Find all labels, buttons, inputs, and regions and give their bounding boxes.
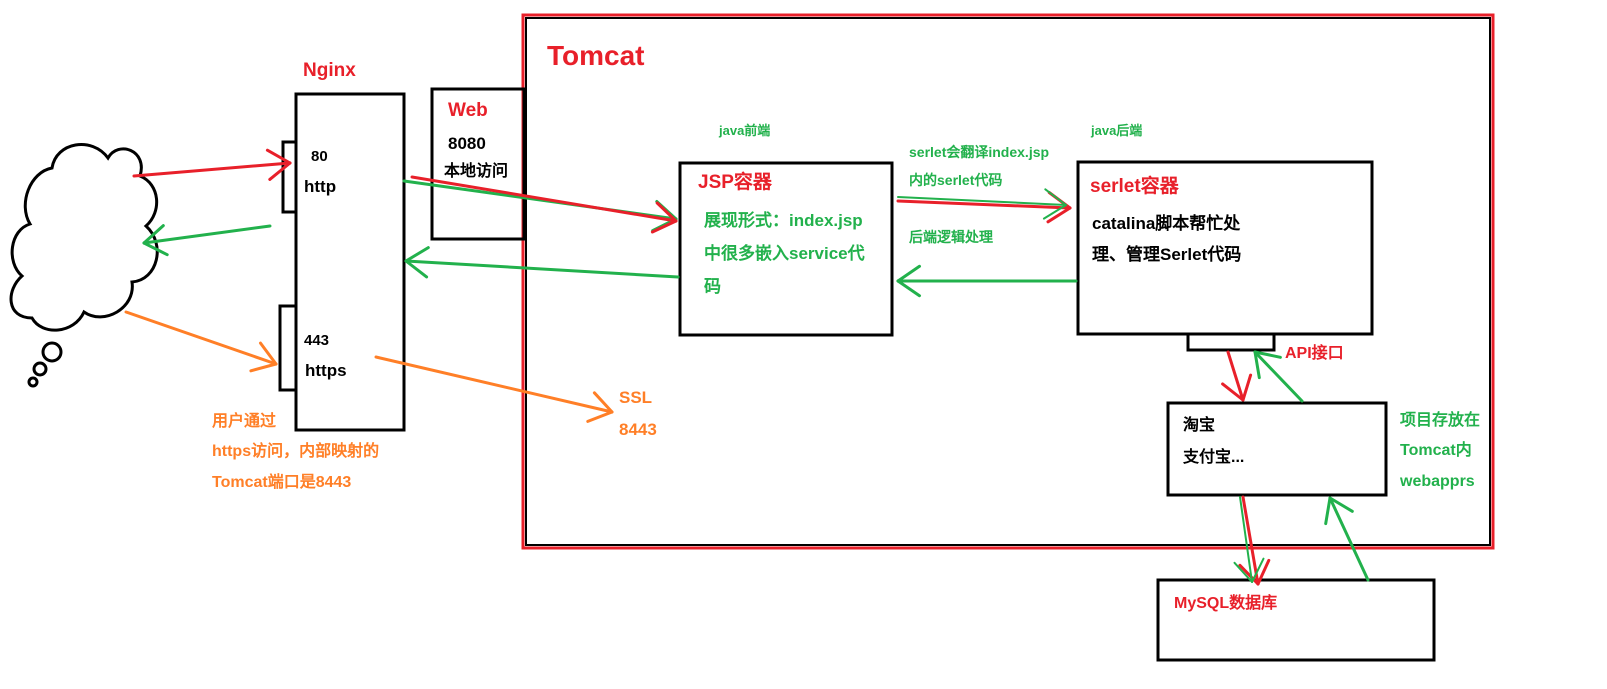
nginx-http-label: http — [304, 177, 337, 196]
mysql-label: MySQL数据库 — [1174, 595, 1278, 612]
arrow-layer — [124, 148, 1370, 586]
project-note-line3: webapprs — [1400, 473, 1475, 490]
jsp-caption: java前端 — [719, 123, 771, 138]
translate-note-line2: 内的serlet代码 — [909, 172, 1003, 188]
taobao-to-mysql-arrow — [1238, 495, 1271, 586]
api-connector-box — [1186, 332, 1276, 352]
tomcat-inner-border — [525, 17, 1491, 546]
taobao-to-api-arrow — [1253, 350, 1304, 403]
client-to-https-arrow — [124, 310, 278, 373]
web-local-access-label: 本地访问 — [444, 163, 509, 180]
web-port-label: 8080 — [448, 134, 486, 153]
web-title: Web — [448, 100, 488, 121]
api-label: API接口 — [1285, 345, 1344, 362]
nginx-port-80-box — [281, 140, 298, 214]
jsp-desc-line2: 中很多嵌入service代 — [704, 244, 865, 263]
client-cloud-icon — [9, 143, 159, 388]
servlet-caption: java后端 — [1091, 123, 1143, 138]
client-to-nginx-arrow — [132, 148, 292, 181]
nginx-port-443-label: 443 — [304, 332, 330, 349]
jsp-container-box — [678, 161, 894, 337]
project-note-line2: Tomcat内 — [1400, 442, 1472, 459]
nginx-to-jsp-arrow — [402, 179, 678, 233]
nginx-to-jsp-red-arrow — [410, 175, 678, 234]
web-box — [430, 87, 526, 241]
jsp-title: JSP容器 — [698, 172, 772, 193]
nginx-80-response-arrow — [142, 224, 272, 257]
user-note-line2: https访问，内部映射的 — [212, 443, 380, 460]
alipay-label: 支付宝... — [1183, 449, 1245, 466]
backend-logic-label: 后端逻辑处理 — [909, 229, 993, 245]
nginx-title: Nginx — [303, 60, 356, 81]
jsp-to-servlet-green-arrow — [897, 188, 1067, 220]
https-to-ssl-arrow — [374, 355, 614, 423]
tomcat-title: Tomcat — [547, 40, 645, 71]
jsp-desc-line1: 展现形式：index.jsp — [704, 211, 863, 230]
nginx-port-80-label: 80 — [311, 148, 328, 165]
jsp-desc-line3: 码 — [704, 277, 721, 296]
user-note-line3: Tomcat端口是8443 — [212, 474, 352, 491]
user-note-line1: 用户通过 — [212, 413, 277, 430]
ssl-port-label: 8443 — [619, 420, 657, 439]
project-note-line1: 项目存放在 — [1400, 412, 1481, 429]
api-to-taobao-arrow — [1221, 350, 1253, 402]
taobao-box — [1166, 401, 1388, 497]
servlet-desc-line1: catalina脚本帮忙处 — [1092, 214, 1241, 233]
nginx-port-443-box — [278, 304, 298, 392]
translate-note-line1: serlet会翻译index.jsp — [909, 144, 1050, 160]
servlet-title: serlet容器 — [1090, 176, 1179, 197]
mysql-box — [1156, 578, 1436, 662]
nginx-box — [294, 92, 406, 432]
servlet-desc-line2: 理、管理Serlet代码 — [1092, 245, 1242, 264]
taobao-label: 淘宝 — [1183, 417, 1216, 434]
tomcat-container — [521, 13, 1495, 550]
servlet-to-jsp-arrow — [896, 264, 1078, 298]
taobao-to-mysql-green-arrow — [1233, 496, 1265, 583]
ssl-label: SSL — [619, 388, 653, 407]
nginx-https-label: https — [305, 361, 347, 380]
jsp-to-nginx-arrow — [404, 246, 680, 279]
mysql-to-taobao-arrow — [1324, 496, 1370, 582]
